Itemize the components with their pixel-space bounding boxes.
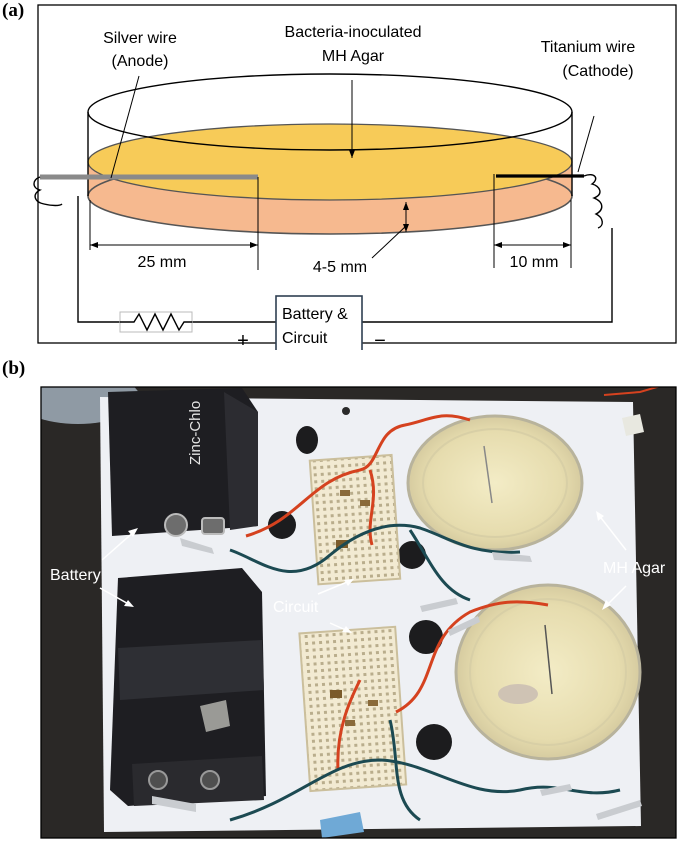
battery-terminal [164, 513, 188, 537]
circuit-label: Circuit [273, 599, 319, 616]
panel-b-frame [40, 386, 677, 839]
board-hole [398, 541, 426, 569]
agar-label-line2: MH Agar [322, 48, 385, 65]
agar-spot [498, 684, 538, 704]
panel-b-label: (b) [2, 358, 26, 379]
cathode-wire-coil [583, 174, 603, 229]
teal-wire [388, 719, 421, 822]
arrowhead [124, 600, 134, 607]
battery-terminal [148, 770, 168, 790]
arrowhead [342, 626, 352, 633]
anode-wire-coil [33, 176, 63, 207]
arrowhead [596, 511, 604, 521]
box-label-line2: Circuit [282, 330, 328, 347]
lower-petri-dish [454, 583, 642, 761]
arrowhead [128, 528, 138, 537]
titanium-wire-label: Titanium wire [541, 39, 636, 56]
red-wire [603, 387, 661, 396]
tape-patch [200, 700, 230, 732]
board-hole [409, 620, 443, 654]
agar-label-line1: Bacteria-inoculated [285, 24, 422, 41]
petri-dish-diagram: Silver wire (Anode) Bacteria-inoculated … [33, 4, 677, 350]
board-hole [268, 511, 296, 539]
circuit-wire-left [77, 196, 120, 323]
red-wire [336, 679, 362, 771]
battery-brand-text: Zinc-Chlo [187, 401, 204, 465]
dish-lid-rim [87, 73, 573, 151]
dim-25-arrow-left [90, 242, 98, 248]
panel-a-label: (a) [2, 0, 25, 21]
upper-battery-side [224, 392, 258, 530]
teal-wire [408, 529, 471, 602]
anode-pointer [110, 75, 140, 179]
cathode-pointer [577, 115, 595, 173]
agar-pointer-head [349, 150, 355, 158]
tape-piece [622, 414, 644, 436]
anode-label: (Anode) [112, 53, 169, 70]
depth-arrow-top [403, 202, 409, 210]
arrowhead [602, 600, 611, 610]
resistor-zigzag [120, 312, 192, 332]
lower-battery-front [132, 756, 264, 806]
dim-10-label: 10 mm [510, 254, 559, 271]
red-wire [395, 600, 549, 714]
mh-agar-label: MH Agar [603, 560, 666, 577]
blue-tape [320, 812, 364, 838]
teal-wire [229, 523, 521, 573]
cathode-label: (Cathode) [562, 63, 633, 80]
battery-terminal [201, 517, 225, 535]
circuit-wire-right [362, 228, 613, 323]
dim-25-arrow-right [250, 242, 258, 248]
component [368, 700, 378, 706]
depth-pointer [371, 225, 407, 259]
upper-battery [108, 388, 258, 536]
battery-arrow-upper [101, 529, 137, 561]
alligator-clip [152, 796, 196, 812]
red-wire [245, 414, 471, 538]
upper-dish-inner-rim [422, 428, 568, 538]
arrowhead [344, 579, 354, 586]
component [345, 720, 355, 726]
alligator-clip [180, 538, 214, 554]
battery-tape [118, 640, 264, 700]
lower-dish-inner-rim [469, 598, 627, 746]
plus-sign: + [237, 330, 249, 350]
battery-label: Battery [50, 567, 101, 584]
component [340, 490, 350, 496]
alligator-clip [596, 800, 642, 820]
board-hole [296, 426, 318, 454]
alligator-clip [540, 784, 572, 796]
wire-in-dish [544, 624, 553, 695]
alligator-clip [492, 552, 532, 562]
dim-25-label: 25 mm [138, 254, 187, 271]
upper-petri-dish [406, 414, 584, 552]
component [330, 690, 342, 698]
red-wire [368, 469, 376, 546]
dim-10-arrow-left [494, 242, 502, 248]
dim-depth-label: 4-5 mm [313, 259, 367, 276]
battery-terminal [200, 770, 220, 790]
wire-in-dish [483, 445, 493, 504]
box-label-line1: Battery & [282, 306, 348, 323]
board-hole [416, 724, 452, 760]
alligator-clip [420, 598, 458, 612]
board-pin [342, 407, 350, 415]
battery-circuit-box [275, 295, 363, 350]
component [360, 500, 370, 506]
depth-arrow-bottom [403, 224, 409, 232]
alligator-clip [448, 616, 480, 636]
dim-10-arrow-right [563, 242, 571, 248]
agar-arrow-upper [597, 513, 627, 551]
minus-sign: − [374, 330, 386, 350]
silver-wire-label: Silver wire [103, 30, 177, 47]
upper-breadboard [308, 453, 402, 586]
lower-breadboard [298, 625, 408, 793]
